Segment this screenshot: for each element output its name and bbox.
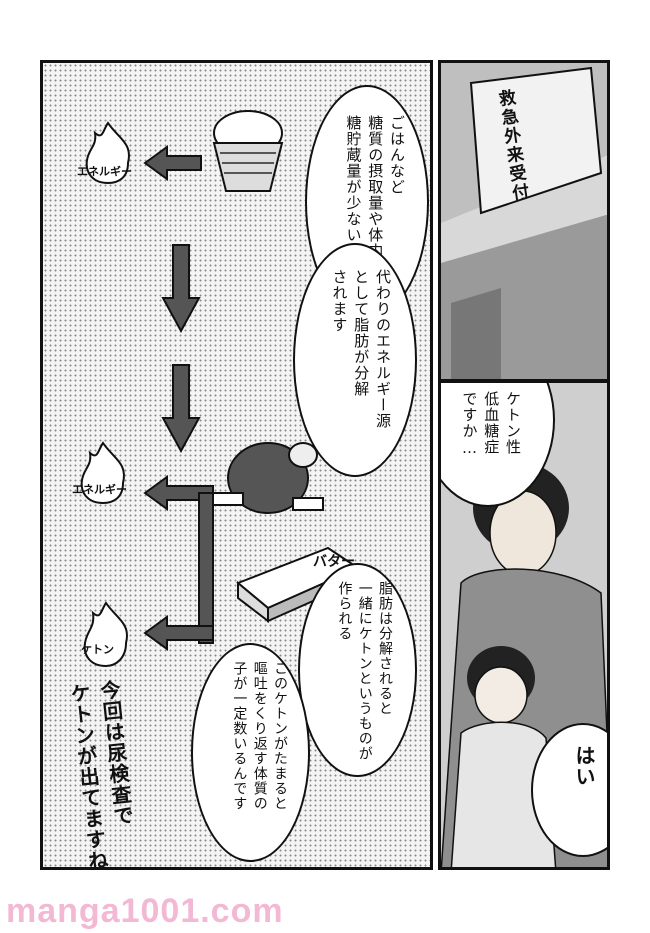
fire-label-ketone: ケトン	[81, 643, 114, 656]
corridor-background	[441, 63, 607, 379]
bubble3-line3: 作られる	[336, 581, 353, 641]
speech-bubble-4: このケトンがたまると 嘔吐をくり返す体質の 子が一定数いるんです	[191, 643, 310, 862]
bubble3-line2: 一緒にケトンというものが	[356, 581, 373, 761]
bubble4-line1: このケトンがたまると	[272, 661, 288, 811]
bubble2-line3: されます	[330, 269, 349, 333]
arrow-down-icon	[161, 244, 201, 333]
fire-label-energy-2: エネルギー	[72, 483, 127, 496]
hospital-sign-panel: 救急外来受付	[438, 60, 610, 382]
watermark: manga1001.com	[6, 892, 284, 930]
bubble4-line2: 嘔吐をくり返す体質の	[251, 661, 268, 811]
bubble3-line1: 脂肪は分解されると	[377, 581, 393, 716]
bubble2-line1: 代わりのエネルギー源	[374, 269, 392, 429]
speech-bubble-3: 脂肪は分解されると 一緒にケトンというものが 作られる	[298, 563, 417, 777]
rice-bowl-illustration	[212, 110, 284, 192]
bubble1-line2: 糖質の摂取量や体内の	[366, 115, 385, 275]
bubble1-line3: 糖貯蔵量が少ないと	[344, 115, 363, 259]
arrow-down-icon	[161, 364, 201, 453]
bubble2-line2: として脂肪が分解	[352, 269, 371, 397]
fire-icon	[83, 601, 128, 668]
mother-line1: ケトン性	[504, 391, 522, 455]
handwritten-caption: 今回は尿検査で ケトンが出てますね	[63, 678, 143, 867]
fire-icon	[80, 441, 125, 505]
mother-line3: ですか…	[460, 391, 479, 458]
speech-bubble-reply: はい	[531, 723, 607, 857]
arrow-branch-icon	[143, 475, 214, 651]
mother-line2: 低血糖症	[482, 391, 501, 455]
fire-icon	[85, 121, 130, 185]
fire-label-energy-1: エネルギー	[77, 165, 132, 178]
bubble4-line3: 子が一定数いるんです	[231, 661, 248, 811]
speech-bubble-2: 代わりのエネルギー源 として脂肪が分解 されます	[293, 243, 417, 477]
reply-text: はい	[572, 745, 596, 787]
meat-illustration	[213, 442, 324, 514]
diagram-panel: エネルギー エネルギー バター ケトン ご	[40, 60, 433, 870]
arrow-left-icon	[143, 145, 202, 181]
bubble1-line1: ごはんなど	[388, 115, 406, 195]
mother-child-panel: ケトン性 低血糖症 ですか… はい	[438, 380, 610, 870]
